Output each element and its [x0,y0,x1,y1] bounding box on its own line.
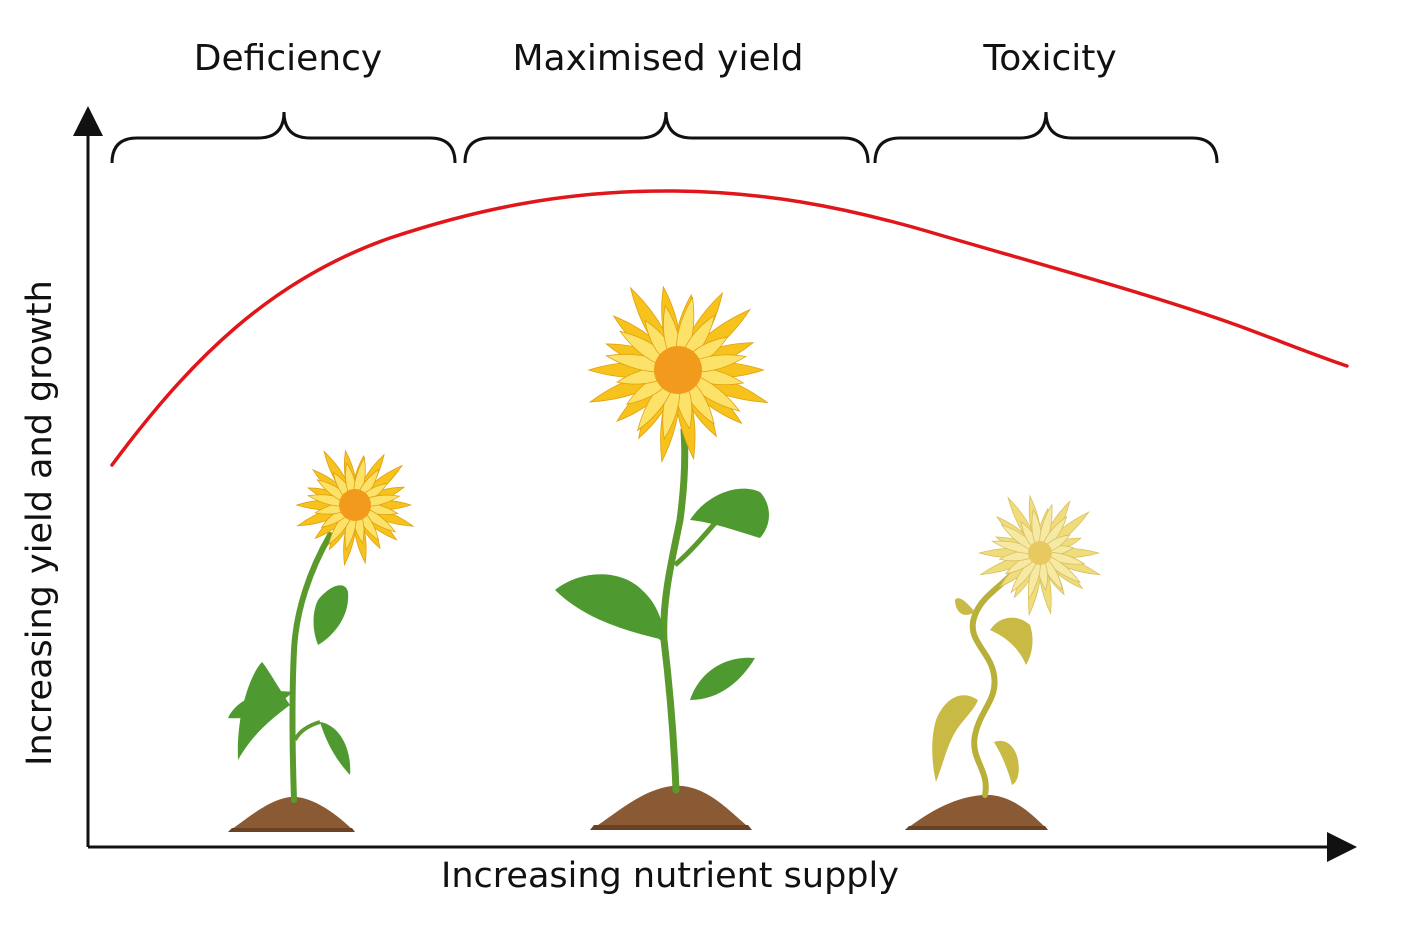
deficiency-brace [110,111,457,164]
x-axis-label: Increasing nutrient supply [441,856,899,896]
zone-label-deficiency: Deficiency [193,38,383,79]
sunflower-wilted-icon [905,494,1102,830]
zone-label-maximised-yield: Maximised yield [512,38,804,79]
zone-label-toxicity: Toxicity [983,38,1117,79]
y-axis-label: Increasing yield and growth [20,280,60,766]
sunflower-healthy-icon [555,285,769,830]
yield-curve [110,189,1349,467]
maximised-brace [463,111,870,164]
toxicity-brace [873,111,1219,164]
sunflower-deficient-icon [228,449,415,832]
